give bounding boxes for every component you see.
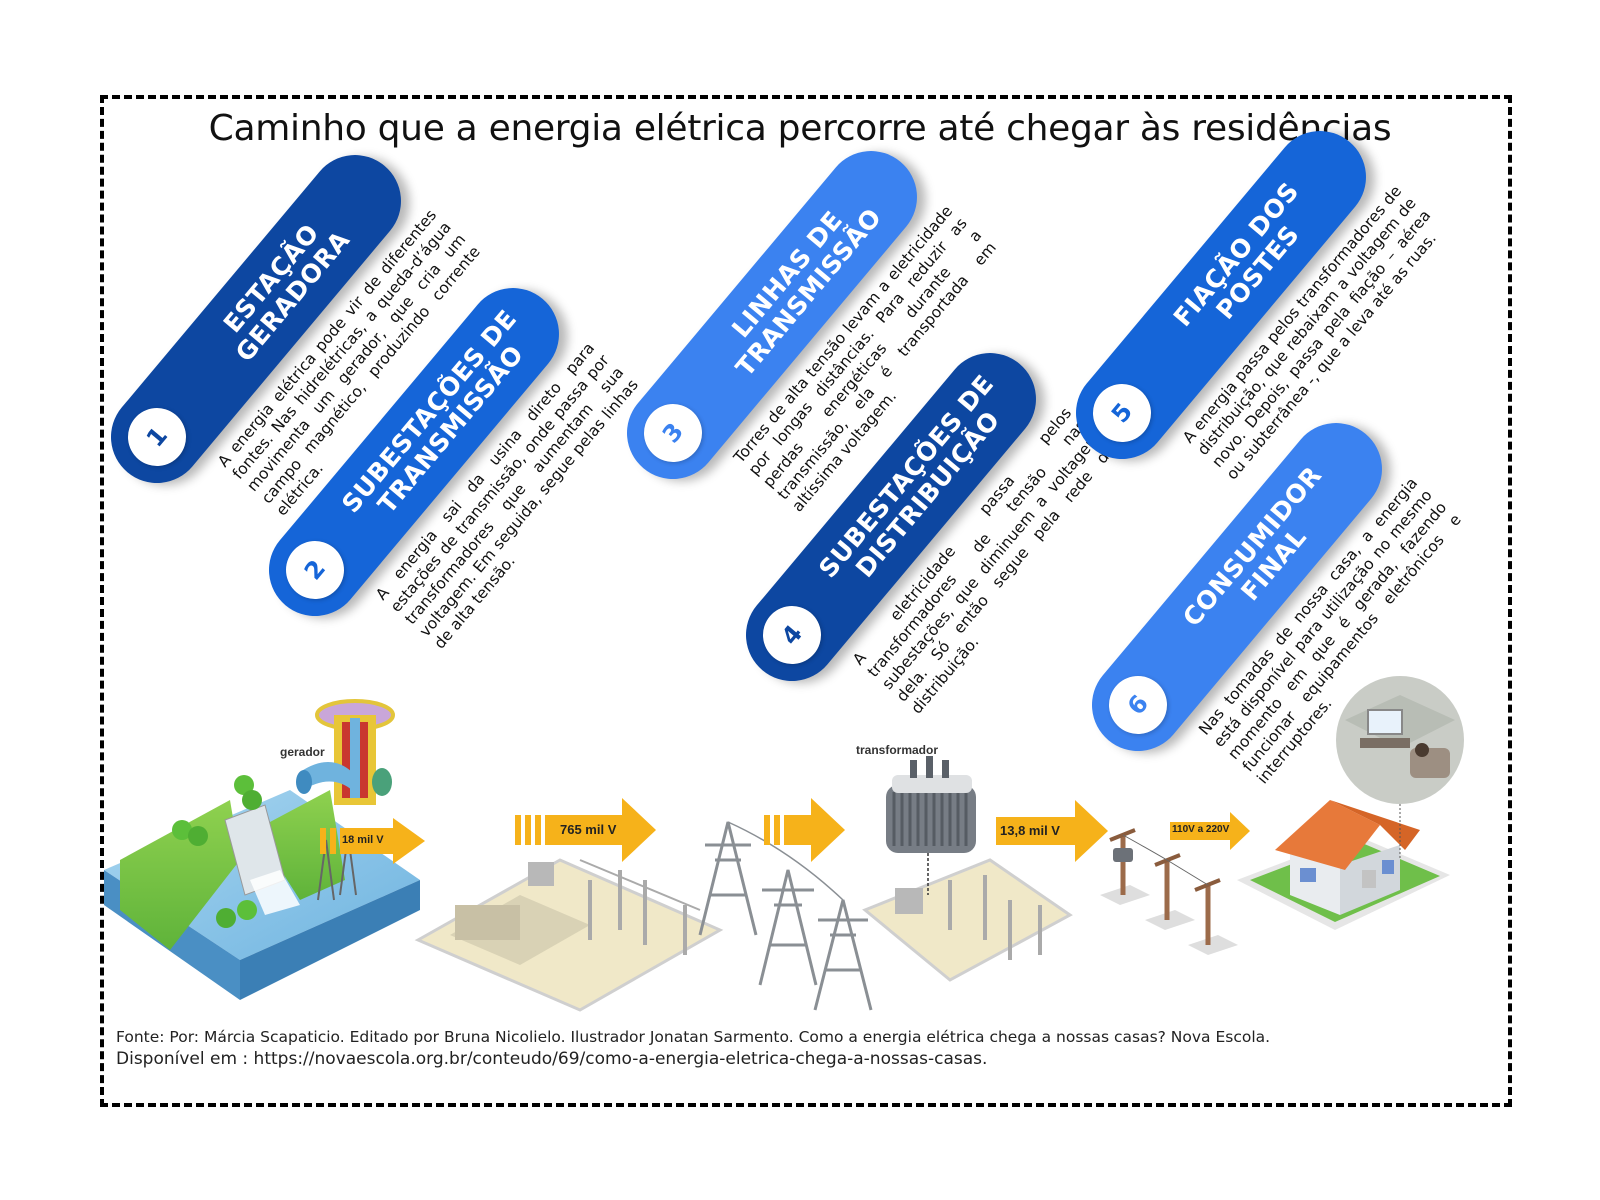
transformer-label: transformador [856, 743, 939, 757]
source-citation: Fonte: Por: Márcia Scapaticio. Editado p… [116, 1026, 1270, 1070]
voltage-arrow-13kv [996, 800, 1108, 862]
source-line-2: Disponível em : https://novaescola.org.b… [116, 1049, 988, 1069]
voltage-label-220v: 110V a 220V [1172, 824, 1230, 835]
transformer-icon [886, 756, 976, 895]
page-title: Caminho que a energia elétrica percorre … [208, 108, 1392, 149]
voltage-label-765kv: 765 mil V [560, 822, 617, 837]
hydroelectric-dam-icon [104, 775, 420, 1000]
voltage-arrow-765kv [515, 798, 656, 862]
voltage-label-18kv: 18 mil V [342, 834, 384, 846]
source-line-1: Fonte: Por: Márcia Scapaticio. Editado p… [116, 1028, 1271, 1046]
transmission-substation-icon [414, 858, 724, 1012]
voltage-arrow-18kv [320, 818, 425, 864]
distribution-substation-icon [862, 858, 1073, 982]
house-icon [1237, 800, 1450, 930]
voltage-arrow-220v [1170, 812, 1250, 850]
living-room-inset-icon [1336, 676, 1464, 860]
utility-pole-icon [1100, 828, 1238, 955]
dashed-border-frame [100, 95, 1512, 1107]
voltage-arrow-transmission [764, 798, 845, 862]
generator-label: gerador [280, 745, 325, 759]
generator-icon [296, 699, 395, 805]
transmission-tower-icon [698, 821, 873, 1011]
voltage-label-13kv: 13,8 mil V [1000, 823, 1060, 838]
